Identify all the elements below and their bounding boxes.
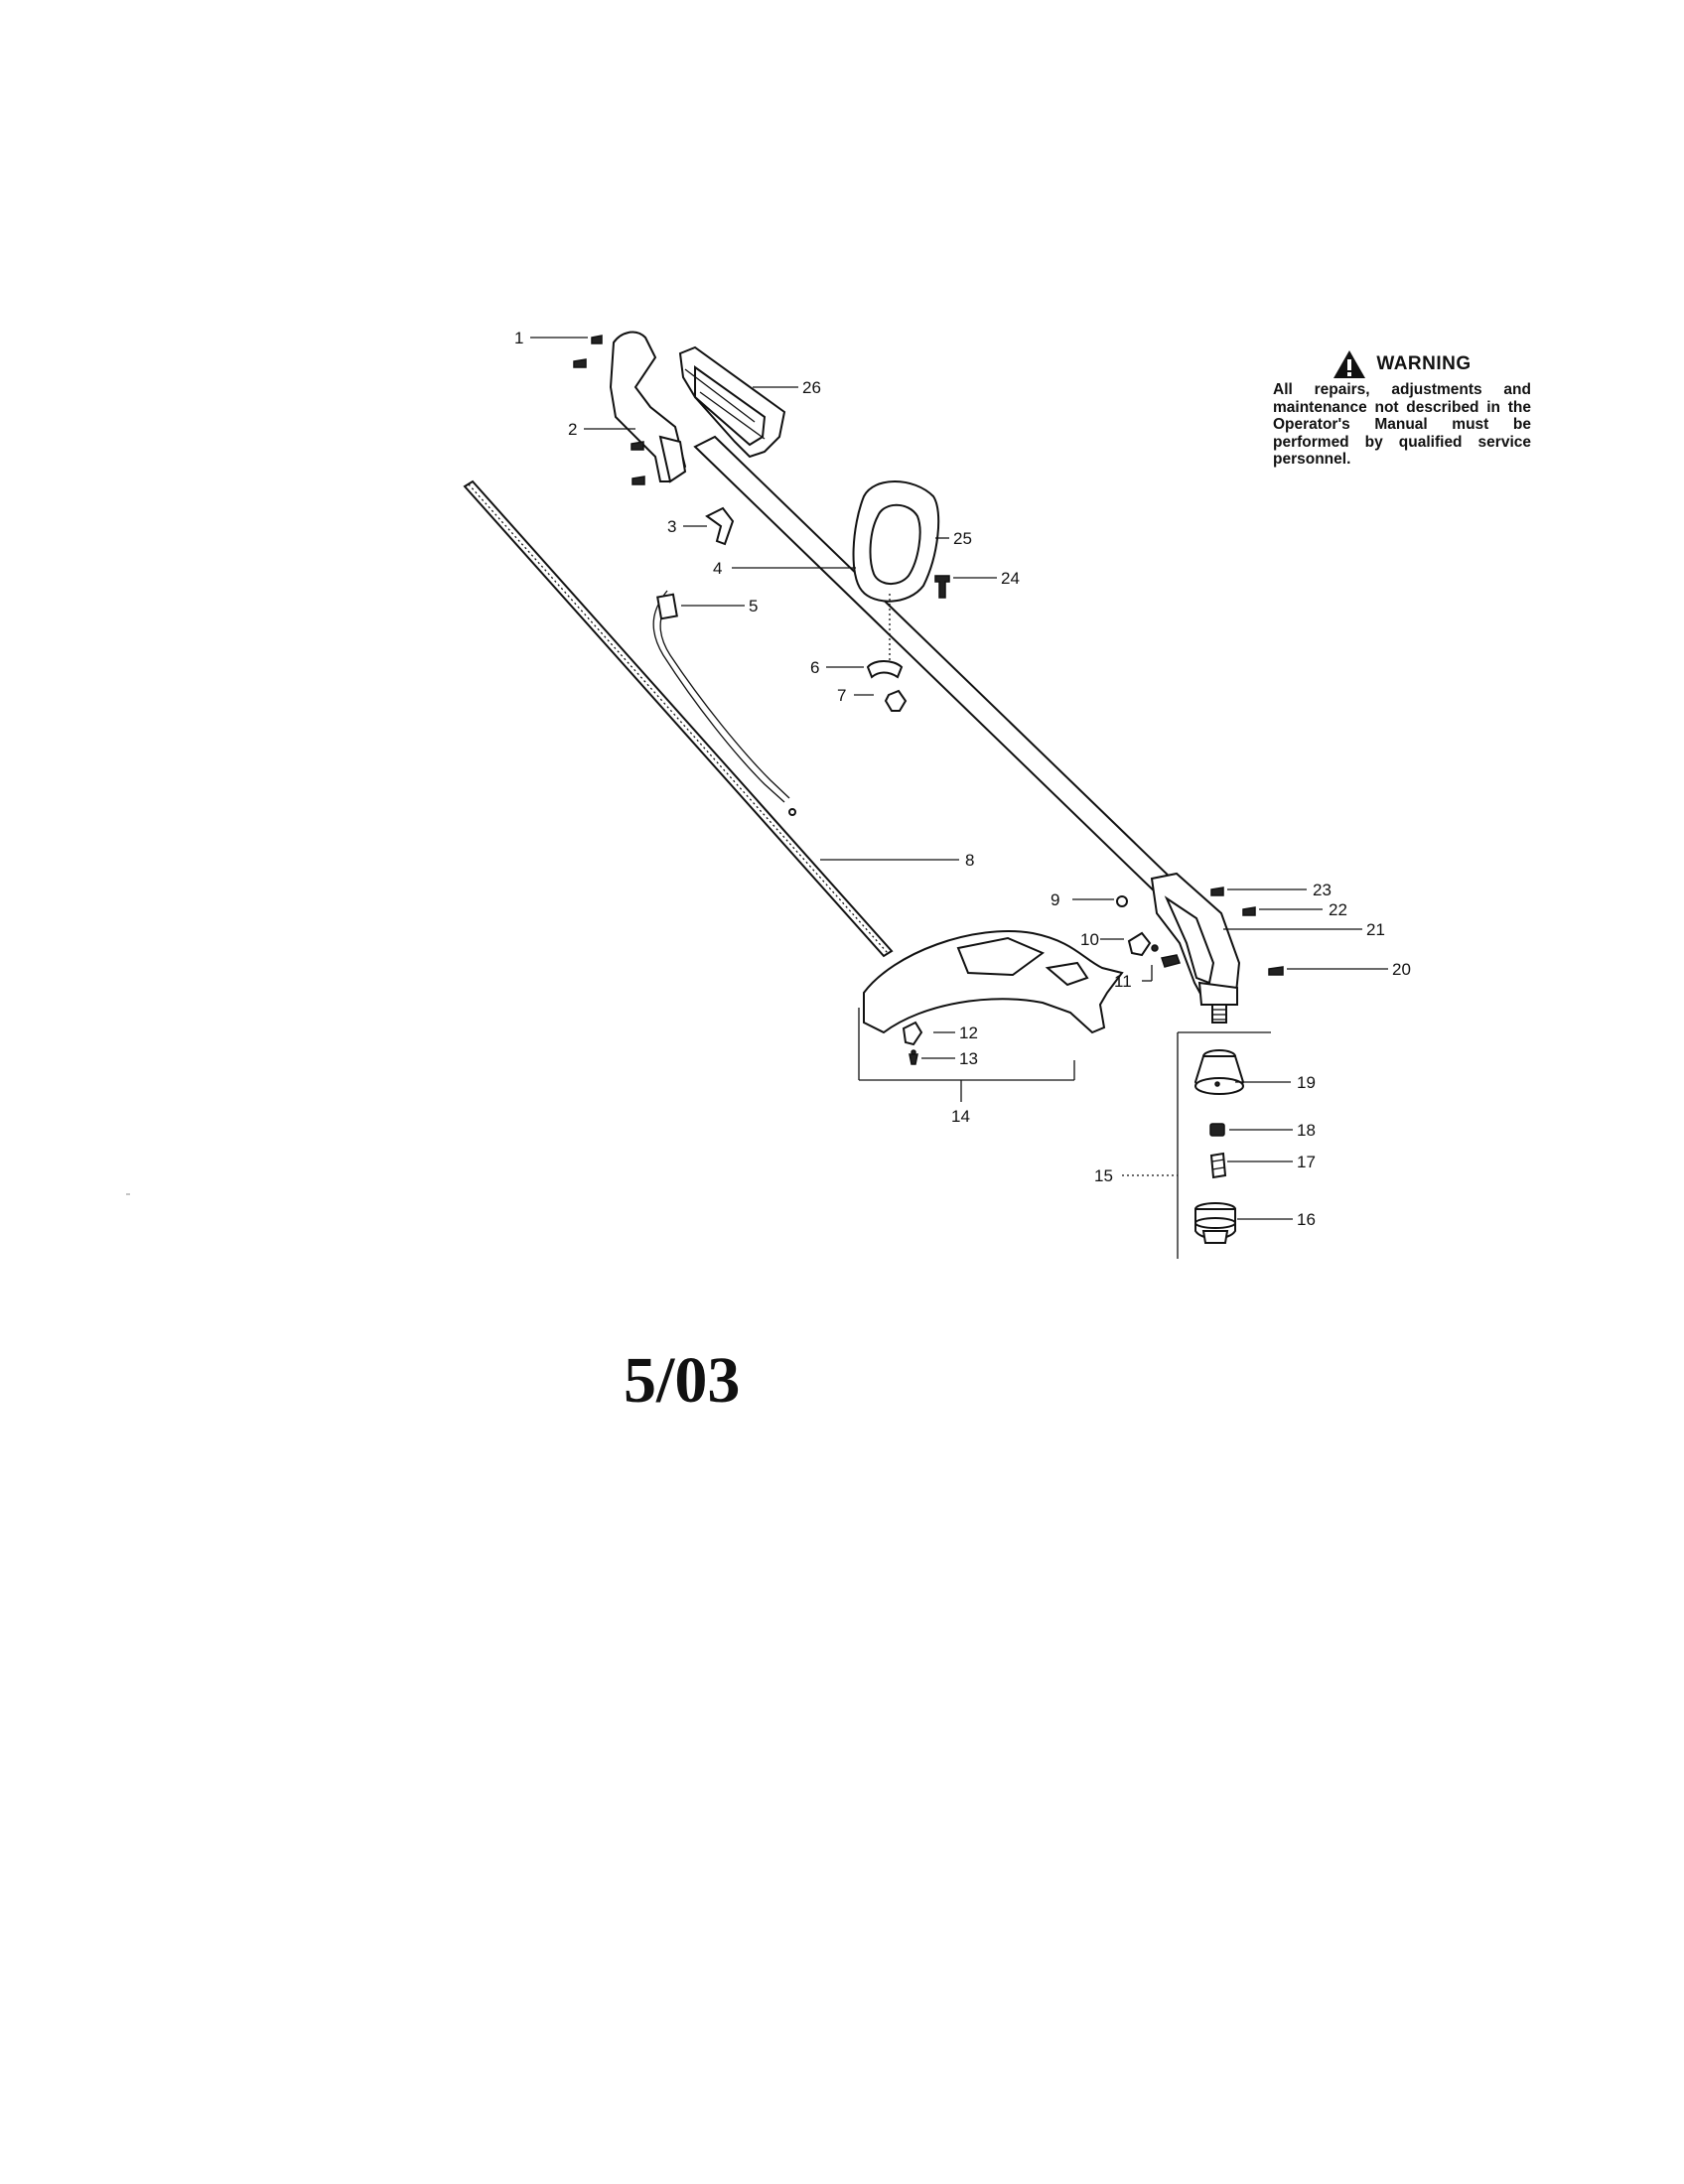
callout-22: 22 bbox=[1329, 900, 1347, 919]
callout-17: 17 bbox=[1297, 1153, 1316, 1171]
part-14-shield bbox=[863, 930, 1124, 1034]
callout-1: 1 bbox=[514, 329, 523, 347]
callout-10: 10 bbox=[1080, 930, 1099, 949]
warning-triangle-icon bbox=[1333, 350, 1366, 378]
part-18-nut bbox=[1209, 1123, 1225, 1137]
warning-header: WARNING bbox=[1273, 349, 1531, 379]
callout-4: 4 bbox=[713, 559, 722, 578]
part-22-screw bbox=[1242, 906, 1256, 916]
callout-3: 3 bbox=[667, 517, 676, 536]
callout-24: 24 bbox=[1001, 569, 1020, 588]
part-24-screw bbox=[934, 575, 950, 599]
part-7-knob bbox=[884, 689, 908, 712]
part-3-trigger bbox=[705, 506, 735, 546]
callout-labels: 1 2 3 4 5 6 7 8 9 10 11 12 13 14 15 16 1… bbox=[514, 329, 1411, 1229]
callout-15: 15 bbox=[1094, 1166, 1113, 1185]
part-11-screw bbox=[1151, 944, 1181, 968]
callout-11: 11 bbox=[1114, 972, 1132, 991]
callout-19: 19 bbox=[1297, 1073, 1316, 1092]
callout-9: 9 bbox=[1051, 890, 1059, 909]
warning-title: WARNING bbox=[1376, 353, 1472, 374]
callout-6: 6 bbox=[810, 658, 819, 677]
callout-8: 8 bbox=[965, 851, 974, 870]
callout-13: 13 bbox=[959, 1049, 978, 1068]
part-6-clamp bbox=[866, 660, 904, 679]
part-19-spool-cover bbox=[1193, 1049, 1245, 1095]
part-8-drive-shaft bbox=[463, 479, 894, 958]
part-12-clip bbox=[902, 1021, 923, 1046]
callout-12: 12 bbox=[959, 1024, 978, 1042]
part-13-screw bbox=[909, 1049, 918, 1065]
part-10-clip bbox=[1127, 931, 1152, 957]
part-2-handle bbox=[573, 331, 687, 485]
callout-14: 14 bbox=[951, 1107, 970, 1126]
group-14-bracket bbox=[858, 1008, 1075, 1102]
part-25-assist-handle bbox=[852, 480, 940, 665]
callout-23: 23 bbox=[1313, 881, 1332, 899]
callout-16: 16 bbox=[1297, 1210, 1316, 1229]
callout-25: 25 bbox=[953, 529, 972, 548]
part-23-screw bbox=[1210, 887, 1224, 896]
part-20-screw bbox=[1268, 966, 1284, 976]
warning-notice: WARNING All repairs, adjustments and mai… bbox=[1273, 349, 1531, 469]
callout-20: 20 bbox=[1392, 960, 1411, 979]
callout-7: 7 bbox=[837, 686, 846, 705]
part-5-cable bbox=[652, 590, 796, 816]
warning-text: All repairs, adjustments and maintenance… bbox=[1273, 381, 1531, 468]
date-stamp: 5/03 bbox=[624, 1344, 741, 1417]
callout-26: 26 bbox=[802, 378, 821, 397]
callout-21: 21 bbox=[1366, 920, 1385, 939]
part-21-housing bbox=[1150, 872, 1241, 1024]
callout-18: 18 bbox=[1297, 1121, 1316, 1140]
part-9-washer bbox=[1116, 895, 1128, 907]
callout-5: 5 bbox=[749, 597, 758, 615]
callout-2: 2 bbox=[568, 420, 577, 439]
leader-lines bbox=[530, 337, 1388, 1220]
part-26-bracket bbox=[678, 345, 786, 459]
part-17-spring bbox=[1209, 1152, 1227, 1179]
group-15-bracket bbox=[1122, 1031, 1271, 1259]
part-16-spool bbox=[1194, 1202, 1236, 1244]
